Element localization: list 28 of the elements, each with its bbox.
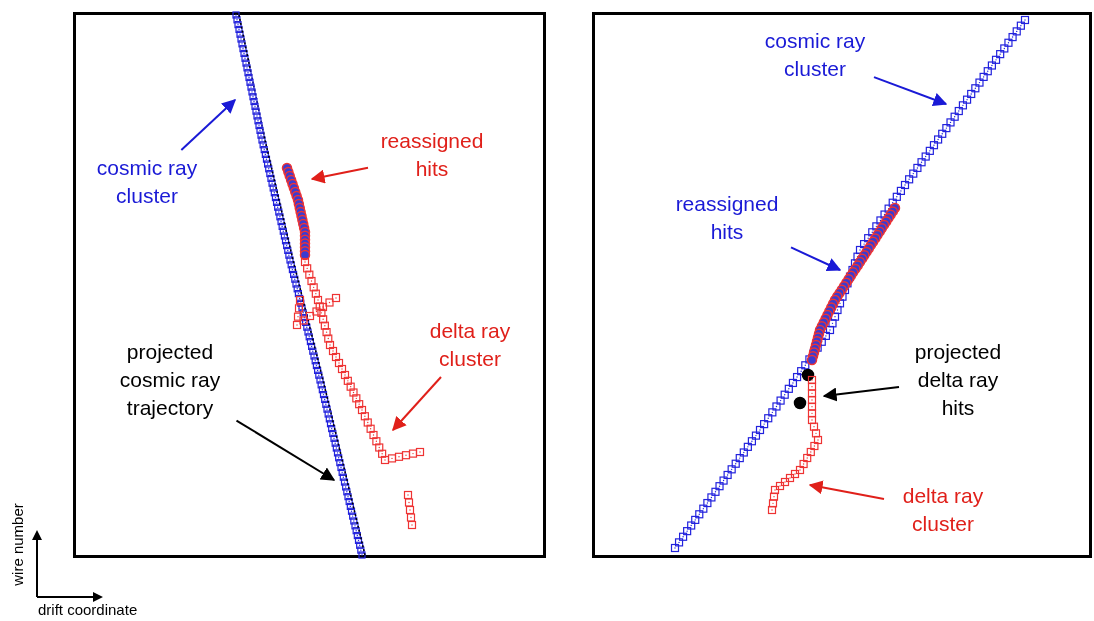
leader-arrow [873, 76, 948, 107]
axis-label: drift coordinate [38, 601, 138, 618]
delta-ray-track [340, 370, 425, 465]
callout-label: projected delta ray hits [903, 338, 1013, 422]
leader-arrow [822, 386, 900, 402]
callout-label: delta ray cluster [415, 317, 525, 373]
delta-ray-track [767, 441, 819, 515]
callout-label: delta ray cluster [888, 482, 998, 538]
axis-label: wire number [8, 502, 26, 588]
leader-arrow [790, 246, 842, 272]
callout-label: cosmic ray cluster [760, 27, 870, 83]
reassigned-hits-track [806, 202, 901, 366]
callout-label: reassigned hits [667, 190, 787, 246]
reassigned-hits-track [281, 162, 311, 261]
leader-arrow [392, 376, 442, 432]
callout-label: reassigned hits [372, 127, 492, 183]
leader-arrow [808, 480, 885, 500]
leader-arrow [180, 99, 236, 151]
event-display-panel [592, 12, 1092, 558]
cosmic-ray-track [244, 69, 264, 134]
callout-label: cosmic ray cluster [92, 154, 202, 210]
event-display-panel [73, 12, 546, 558]
leader-arrow [235, 419, 336, 481]
callout-label: projected cosmic ray trajectory [107, 338, 233, 422]
projected-hit-dots [793, 368, 815, 410]
projected-trajectory-line [338, 447, 356, 515]
leader-arrow [310, 166, 369, 184]
cosmic-ray-track [934, 67, 992, 144]
